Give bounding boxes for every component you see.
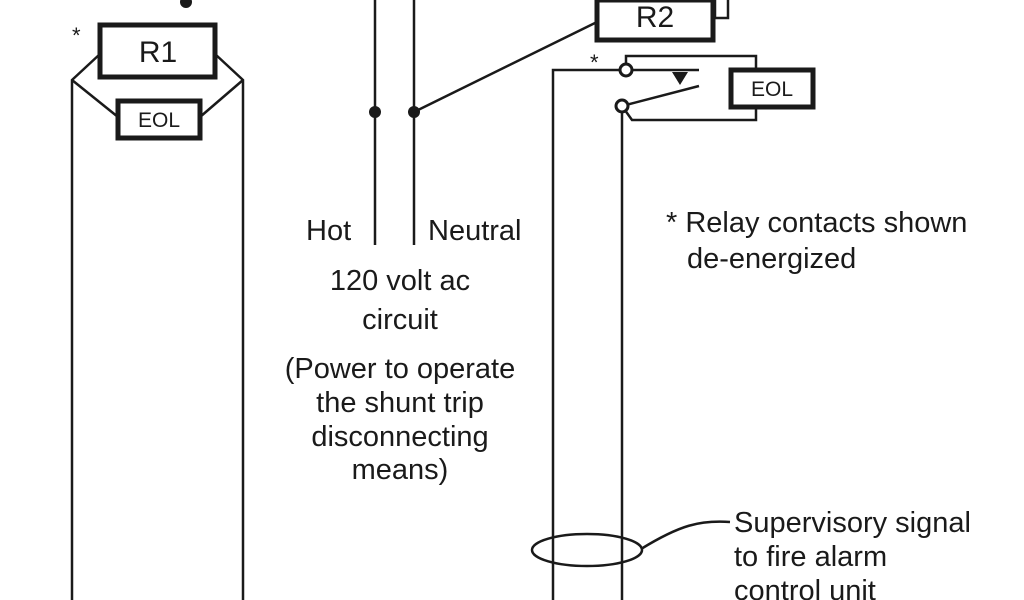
r1-right-riser [214, 53, 245, 600]
power-circuit: Hot Neutral 120 volt ac circuit (Power t… [285, 0, 598, 486]
hot-label: Hot [306, 215, 351, 247]
hot-junction [369, 106, 381, 118]
supervisory-line3: control unit [734, 575, 876, 600]
circuit-label-line1: 120 volt ac [330, 265, 470, 297]
contact-bottom-lead [620, 105, 758, 122]
contact-terminal-upper [618, 62, 634, 78]
contact-left-conductor [551, 68, 626, 600]
power-note-line3: disconnecting [311, 421, 488, 453]
contact-blade [621, 84, 700, 108]
r2-asterisk: * [590, 50, 599, 75]
r2-relay-box [594, 0, 716, 43]
relay-note-line2: de-energized [687, 243, 856, 275]
r2-eol-label: EOL [751, 78, 793, 101]
r1-top-terminal [180, 0, 192, 8]
r1-eol-label: EOL [138, 109, 180, 132]
contact-arrow-icon [672, 72, 688, 85]
r2-circuit: R2 * EOL [551, 0, 816, 600]
neutral-label: Neutral [428, 215, 522, 247]
r1-eol-left-lead [71, 79, 119, 118]
r1-eol-right-lead [199, 79, 244, 118]
power-note-line4: means) [352, 454, 449, 486]
contact-terminal-lower [614, 98, 630, 114]
power-note-line1: (Power to operate [285, 353, 516, 385]
power-note-line2: the shunt trip [316, 387, 484, 419]
supervisory-leader [640, 520, 731, 551]
r2-coil-lead [413, 20, 598, 114]
supervisory-line2: to fire alarm [734, 541, 887, 573]
r1-circuit: R1 * EOL [70, 0, 245, 600]
r1-eol-box [115, 98, 203, 141]
circuit-label-line2: circuit [362, 304, 438, 336]
cable-bundle-ellipse [530, 532, 644, 568]
r2-coil-return [713, 0, 730, 20]
relay-note-line1: * Relay contacts shown [666, 207, 967, 239]
r1-left-riser [70, 53, 101, 600]
supervisory-group: Supervisory signal to fire alarm control… [530, 507, 971, 600]
r1-relay-box [97, 22, 218, 80]
r2-eol-box [728, 67, 816, 110]
r1-relay-label: R1 [139, 36, 177, 69]
r1-asterisk: * [72, 23, 81, 48]
r2-relay-label: R2 [636, 1, 674, 34]
supervisory-line1: Supervisory signal [734, 507, 971, 539]
